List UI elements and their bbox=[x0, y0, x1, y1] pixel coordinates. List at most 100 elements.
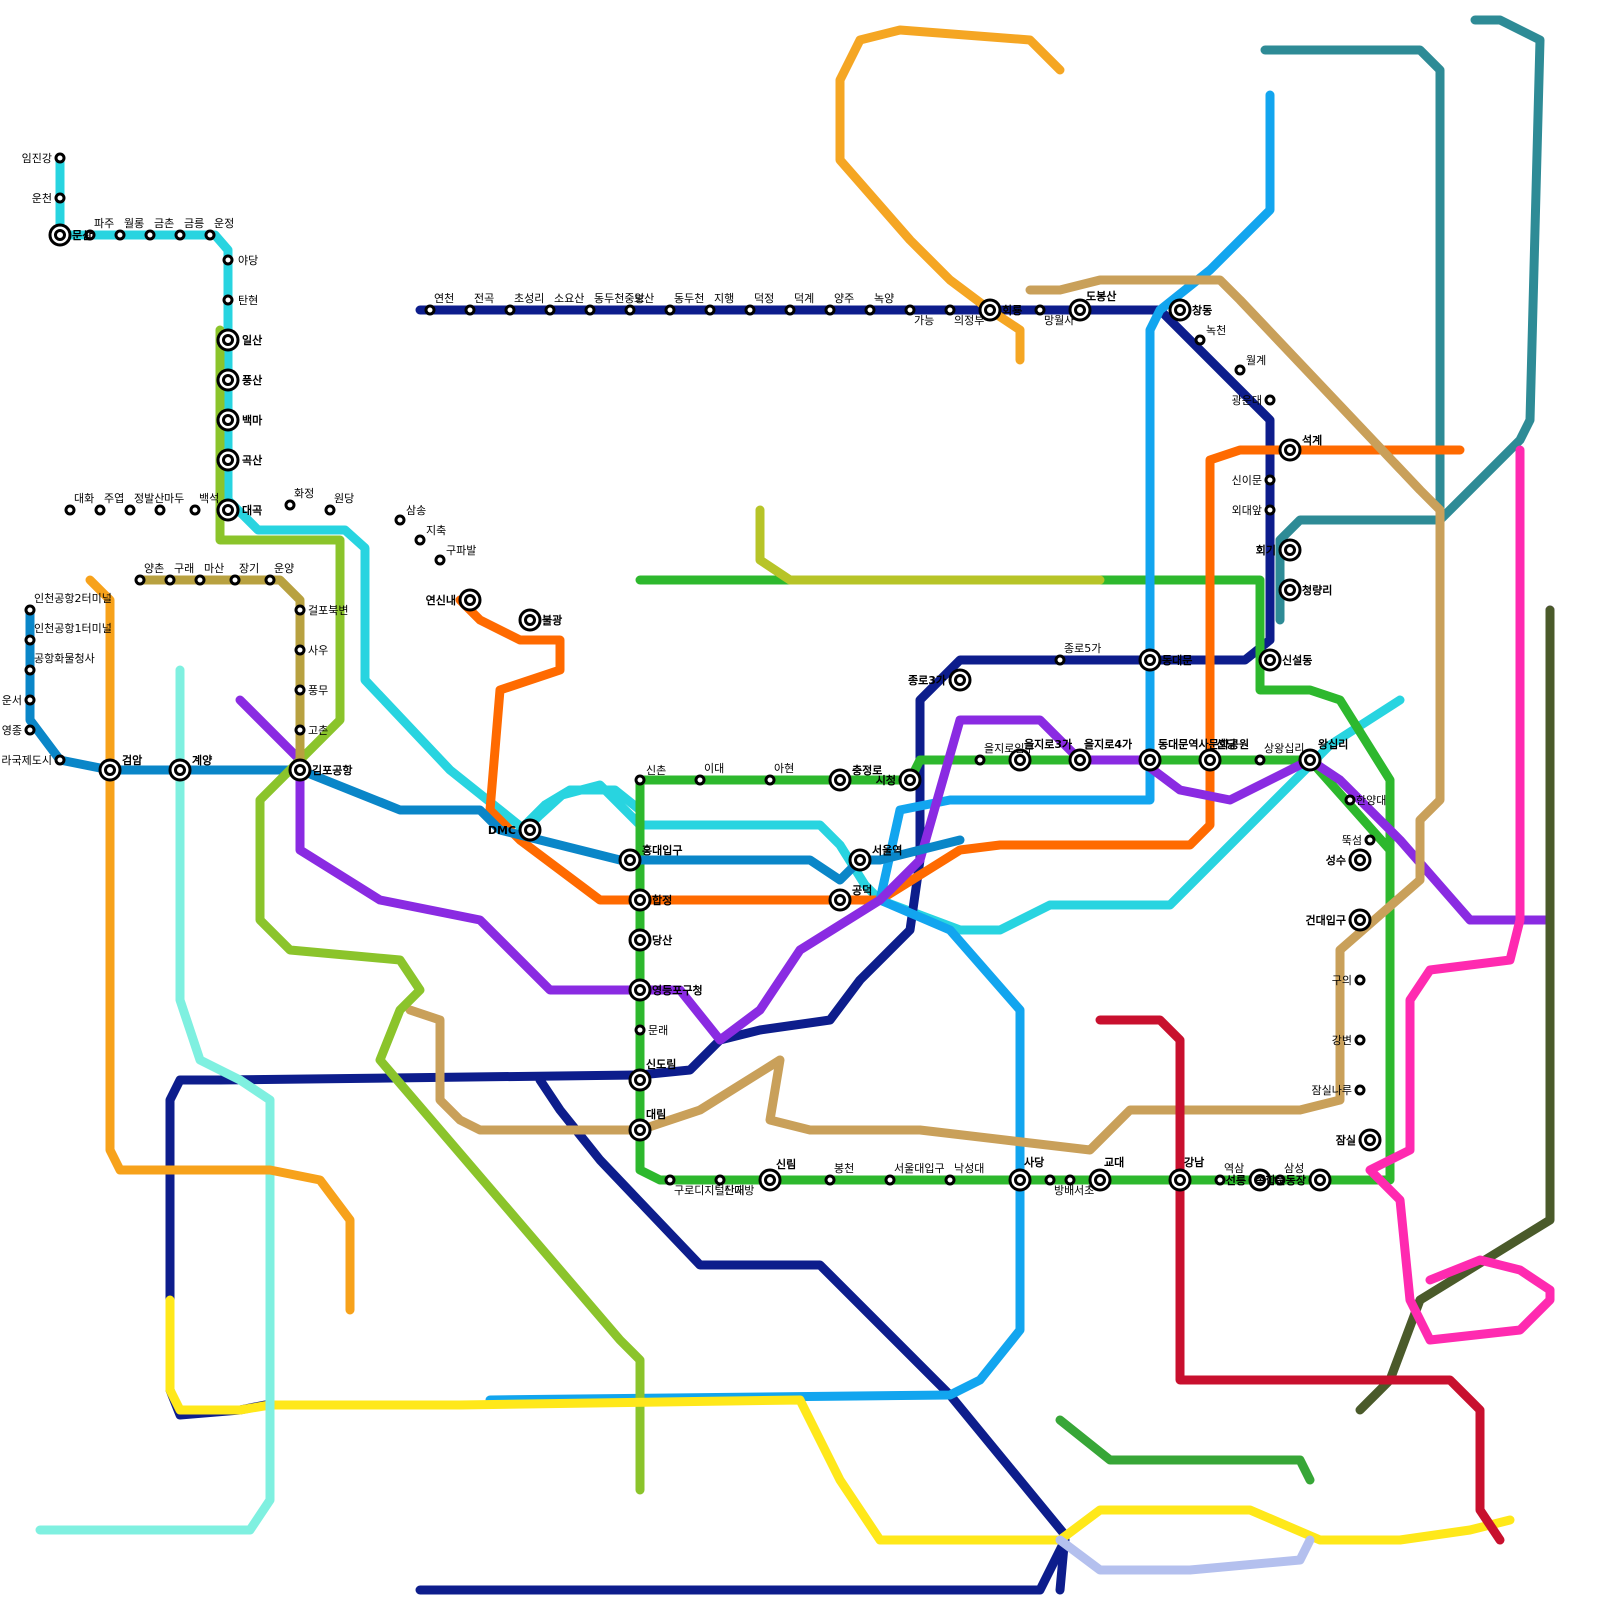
line-ui bbox=[760, 510, 1100, 580]
station-mangwolsa[interactable] bbox=[1036, 306, 1044, 314]
station-label-cheongnyangni: 청량리 bbox=[1302, 583, 1332, 597]
station-ahyeon[interactable] bbox=[766, 776, 774, 784]
station-label-gangbyeon: 강변 bbox=[1332, 1034, 1352, 1047]
station-bosan[interactable] bbox=[626, 306, 634, 314]
transfer-station-core-daerim bbox=[636, 1126, 645, 1135]
station-uijeongbu[interactable] bbox=[946, 306, 954, 314]
station-yadang[interactable] bbox=[224, 256, 232, 264]
station-dongducheon[interactable] bbox=[666, 306, 674, 314]
station-sindaebang[interactable] bbox=[716, 1176, 724, 1184]
station-seocho[interactable] bbox=[1066, 1176, 1074, 1184]
station-hwajeong[interactable] bbox=[286, 501, 294, 509]
station-sinimun[interactable] bbox=[1266, 476, 1274, 484]
station-label-samseong: 삼성 bbox=[1284, 1162, 1304, 1175]
station-jeongok[interactable] bbox=[466, 306, 474, 314]
station-nakseongdae[interactable] bbox=[946, 1176, 954, 1184]
station-jichuk[interactable] bbox=[416, 536, 424, 544]
station-nokcheon[interactable] bbox=[1196, 336, 1204, 344]
station-gupabal[interactable] bbox=[436, 556, 444, 564]
station-geumneung[interactable] bbox=[176, 231, 184, 239]
station-label-wondang: 원당 bbox=[334, 492, 354, 505]
station-wondang[interactable] bbox=[326, 506, 334, 514]
station-incheonair2[interactable] bbox=[26, 606, 34, 614]
station-gwangun[interactable] bbox=[1266, 396, 1274, 404]
station-label-gimpoairport: 김포공항 bbox=[312, 763, 352, 777]
station-jongno5ga[interactable] bbox=[1056, 656, 1064, 664]
station-yeoksam[interactable] bbox=[1216, 1176, 1224, 1184]
station-dongducheonjungang[interactable] bbox=[586, 306, 594, 314]
station-cargo[interactable] bbox=[26, 666, 34, 674]
station-janggi[interactable] bbox=[231, 576, 239, 584]
station-unjeong[interactable] bbox=[206, 231, 214, 239]
station-geumchon[interactable] bbox=[146, 231, 154, 239]
station-yangju[interactable] bbox=[826, 306, 834, 314]
transfer-station-core-seokgye bbox=[1286, 446, 1295, 455]
station-mullae[interactable] bbox=[636, 1026, 644, 1034]
station-choseong[interactable] bbox=[506, 306, 514, 314]
line-l2 bbox=[640, 580, 1390, 1180]
station-sangwangsimni[interactable] bbox=[1256, 756, 1264, 764]
station-gangbyeon[interactable] bbox=[1356, 1036, 1364, 1044]
station-label-euljiro4: 을지로4가 bbox=[1084, 737, 1132, 751]
station-unyang[interactable] bbox=[266, 576, 274, 584]
station-wolgye[interactable] bbox=[1236, 366, 1244, 374]
station-masan[interactable] bbox=[196, 576, 204, 584]
station-bongcheon[interactable] bbox=[826, 1176, 834, 1184]
station-yangchon[interactable] bbox=[136, 576, 144, 584]
station-pungmu[interactable] bbox=[296, 686, 304, 694]
station-label-seokgye: 석계 bbox=[1302, 433, 1322, 447]
station-label-yeoncheon: 연천 bbox=[434, 291, 454, 305]
station-bangbae[interactable] bbox=[1046, 1176, 1054, 1184]
station-label-jeongok: 전곡 bbox=[474, 292, 494, 305]
station-deokjeong[interactable] bbox=[746, 306, 754, 314]
station-nogyang[interactable] bbox=[866, 306, 874, 314]
station-sinchon[interactable] bbox=[636, 776, 644, 784]
station-samsong[interactable] bbox=[396, 516, 404, 524]
station-ganeung[interactable] bbox=[906, 306, 914, 314]
station-label-konkuk: 건대입구 bbox=[1306, 913, 1346, 927]
station-label-jamsilnaru: 잠실나루 bbox=[1312, 1084, 1352, 1097]
transfer-station-core-daegok bbox=[224, 506, 233, 515]
station-label-goksan: 곡산 bbox=[242, 453, 262, 467]
station-hanyang[interactable] bbox=[1346, 796, 1354, 804]
station-seoulnatuniv[interactable] bbox=[886, 1176, 894, 1184]
station-soyosan[interactable] bbox=[546, 306, 554, 314]
station-ttukseom[interactable] bbox=[1366, 836, 1374, 844]
station-wollong[interactable] bbox=[116, 231, 124, 239]
station-label-yeonsinnae: 연신내 bbox=[426, 593, 456, 607]
line-l1c bbox=[420, 1540, 1065, 1590]
station-cheongna[interactable] bbox=[56, 756, 64, 764]
station-ewha[interactable] bbox=[696, 776, 704, 784]
station-unseo[interactable] bbox=[26, 696, 34, 704]
station-label-geomam: 검암 bbox=[122, 754, 142, 767]
station-guraemi[interactable] bbox=[166, 576, 174, 584]
station-sau[interactable] bbox=[296, 646, 304, 654]
station-yeoncheon[interactable] bbox=[426, 306, 434, 314]
station-label-incheonair1: 인천공항1터미널 bbox=[34, 621, 112, 635]
station-uncheon[interactable] bbox=[56, 194, 64, 202]
station-jihaeng[interactable] bbox=[706, 306, 714, 314]
station-gochon[interactable] bbox=[296, 726, 304, 734]
station-juyeop[interactable] bbox=[96, 506, 104, 514]
station-incheonair1[interactable] bbox=[26, 636, 34, 644]
station-madu[interactable] bbox=[156, 506, 164, 514]
station-baekseok[interactable] bbox=[191, 506, 199, 514]
station-deokgye[interactable] bbox=[786, 306, 794, 314]
station-label-dobongsan: 도봉산 bbox=[1086, 289, 1116, 303]
station-oedae[interactable] bbox=[1266, 506, 1274, 514]
station-label-gochon: 고촌 bbox=[308, 724, 328, 737]
station-guui[interactable] bbox=[1356, 976, 1364, 984]
station-jamsilnaru[interactable] bbox=[1356, 1086, 1364, 1094]
station-label-bulgwang: 불광 bbox=[542, 614, 562, 627]
station-guro[interactable] bbox=[666, 1176, 674, 1184]
station-yeongjong[interactable] bbox=[26, 726, 34, 734]
station-tanhyeon[interactable] bbox=[224, 296, 232, 304]
station-geolpobukbyeon[interactable] bbox=[296, 606, 304, 614]
station-label-sindang: 신당 bbox=[1216, 737, 1236, 751]
station-euljiro1[interactable] bbox=[976, 756, 984, 764]
station-daehwa[interactable] bbox=[66, 506, 74, 514]
station-imjingang[interactable] bbox=[56, 154, 64, 162]
station-label-yadang: 야당 bbox=[238, 254, 258, 267]
transfer-station-core-yeongdeungpogu bbox=[636, 986, 645, 995]
station-jeongbalsan[interactable] bbox=[126, 506, 134, 514]
